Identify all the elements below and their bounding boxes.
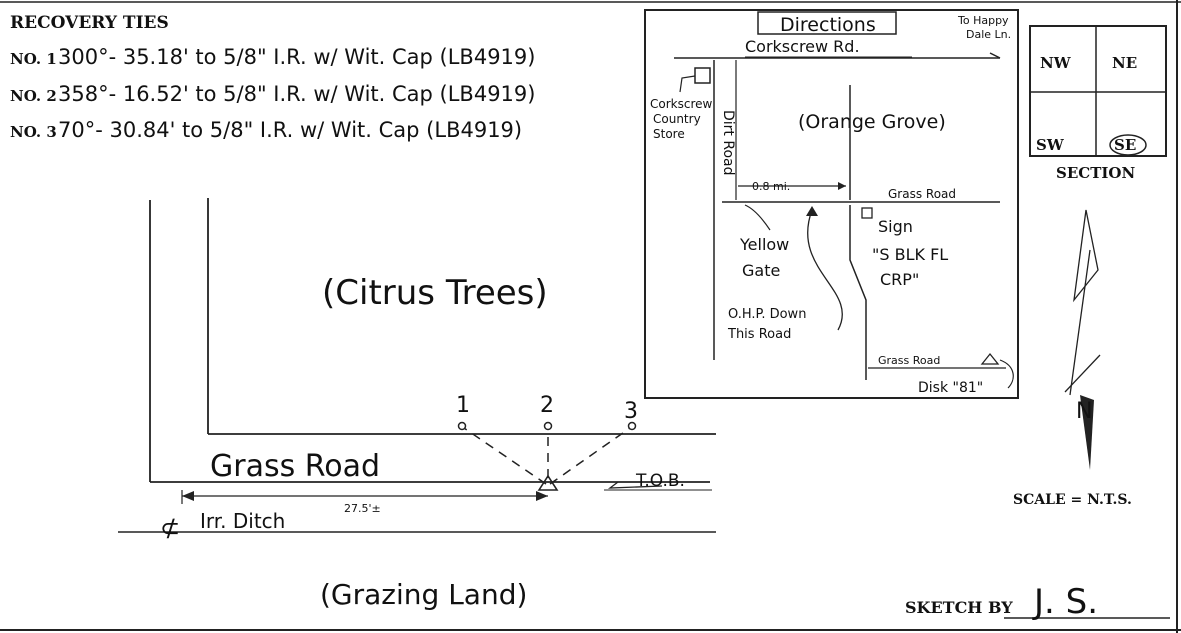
grass-road-bottom-label: Grass Road — [878, 354, 940, 367]
north-arrow-lower — [1080, 395, 1094, 470]
ohp-arrowhead — [806, 206, 818, 216]
grove-lower-boundary — [849, 205, 867, 380]
sketch-by-initials: J. S. — [1032, 582, 1098, 622]
directions-frame — [644, 9, 1019, 399]
tob-label: T.O.B. — [635, 471, 685, 491]
north-arrow-label: N — [1076, 399, 1092, 424]
sign-line-1: Sign — [878, 217, 913, 236]
sketch-by: SKETCH BY J. S. — [905, 582, 1170, 622]
directions-title: Directions — [780, 14, 876, 36]
tie-2-text: 358°- 16.52' to 5/8" I.R. w/ Wit. Cap (L… — [58, 82, 535, 106]
citrus-trees-label: (Citrus Trees) — [322, 273, 548, 313]
sketch-by-label: SKETCH BY — [905, 598, 1013, 617]
section-nw: NW — [1040, 54, 1072, 72]
store-icon — [694, 67, 711, 84]
directions-title-box — [757, 11, 897, 35]
store-leader — [679, 75, 696, 93]
yellow-gate-line-1: Yellow — [739, 235, 789, 254]
store-line-2: Country — [653, 112, 701, 126]
tie-point-3-marker — [627, 421, 637, 431]
section-label: SECTION — [1056, 164, 1135, 182]
tie-point-2-label: 2 — [540, 393, 554, 418]
tie-point-1-label: 1 — [456, 393, 470, 418]
section-sw: SW — [1036, 136, 1065, 154]
ohp-line-2: This Road — [727, 327, 791, 342]
tie-line-3 — [549, 427, 631, 485]
store-line-1: Corkscrew — [650, 97, 713, 111]
directions-map: Directions To Happy Dale Ln. Corkscrew R… — [644, 9, 1019, 399]
tie-point-2-marker — [543, 421, 553, 431]
store-line-3: Store — [653, 127, 685, 141]
tie-1-no: NO. 1 — [10, 50, 57, 68]
north-arrow: N — [1064, 209, 1101, 470]
tie-point-3-label: 3 — [624, 399, 638, 424]
grass-road-top-label: Grass Road — [888, 187, 956, 201]
yellow-gate-line-2: Gate — [742, 261, 780, 280]
dirt-road-label: Dirt Road — [720, 110, 736, 176]
distance-arrowhead — [838, 182, 846, 190]
tie-3-no: NO. 3 — [10, 123, 57, 141]
recovery-ties-heading: RECOVERY TIES — [10, 13, 169, 33]
tie-line-1 — [463, 427, 547, 485]
tie-2-no: NO. 2 — [10, 87, 57, 105]
distance-label: 0.8 mi. — [752, 180, 790, 193]
tie-3-text: 70°- 30.84' to 5/8" I.R. w/ Wit. Cap (LB… — [58, 118, 522, 142]
dimension-right-arrow — [536, 491, 548, 501]
grazing-land-label: (Grazing Land) — [320, 578, 527, 611]
north-arrow-shaft — [1069, 249, 1091, 396]
north-arrow-upper — [1073, 209, 1099, 303]
dale-ln-label: Dale Ln. — [966, 28, 1011, 41]
ohp-line-1: O.H.P. Down — [728, 307, 806, 322]
tie-1-text: 300°- 35.18' to 5/8" I.R. w/ Wit. Cap (L… — [58, 45, 535, 69]
to-happy-label: To Happy — [957, 14, 1009, 27]
disk-leader — [999, 359, 1014, 389]
north-arrow-slash — [1064, 354, 1101, 393]
tob-arrow — [607, 481, 663, 489]
corkscrew-road-arrow — [989, 52, 1001, 59]
ohp-leader — [807, 209, 843, 331]
dimension-left-arrow — [182, 491, 194, 501]
scale-label: SCALE = N.T.S. — [1013, 492, 1132, 508]
disk-label: Disk "81" — [918, 380, 983, 396]
disk-triangle — [980, 352, 1000, 365]
recovery-ties: RECOVERY TIES NO. 1 300°- 35.18' to 5/8"… — [10, 13, 535, 142]
section-grid-frame — [1029, 25, 1167, 157]
grass-road-label: Grass Road — [210, 449, 380, 484]
tie-point-1-marker — [457, 421, 467, 431]
irr-ditch-label: Irr. Ditch — [200, 509, 285, 533]
yellow-gate-leader — [744, 204, 771, 231]
section-ne: NE — [1112, 54, 1137, 72]
sign-line-2: "S BLK FL — [872, 245, 948, 264]
section-grid: NW NE SW SE SECTION — [1029, 25, 1167, 182]
section-se-circle — [1109, 134, 1147, 156]
orange-grove-label: (Orange Grove) — [798, 111, 946, 133]
monument-triangle — [537, 474, 559, 491]
dimension-label: 27.5'± — [344, 502, 381, 515]
sign-line-3: CRP" — [880, 270, 919, 289]
section-se: SE — [1114, 136, 1136, 154]
sign-icon — [861, 207, 873, 219]
ditch-centerline-mark: ⊄ — [160, 514, 180, 542]
site-sketch: (Citrus Trees) Grass Road ⊄ Irr. Ditch 2… — [118, 198, 716, 611]
corkscrew-road-label: Corkscrew Rd. — [745, 37, 860, 56]
